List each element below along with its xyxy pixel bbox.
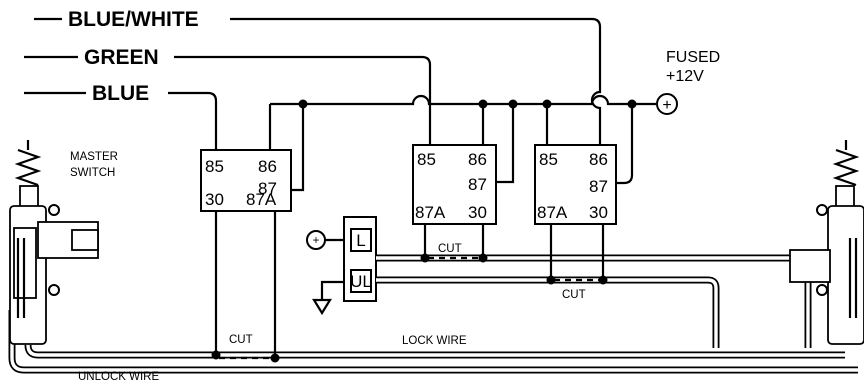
plus-12v-label: +12V [666, 68, 704, 85]
lock-wire-label: LOCK WIRE [402, 335, 467, 347]
green-label: GREEN [84, 46, 159, 69]
relay-2-box [412, 144, 497, 225]
relay-2-pin-87: 87 [468, 175, 487, 194]
relay-3-pin-87: 87 [589, 177, 608, 196]
lock-terminal-label: L [356, 231, 365, 250]
power-bus: + FUSED +12V [268, 49, 720, 192]
blue-wire: BLUE [24, 82, 218, 150]
relay-1-pin-87: 87 [258, 179, 277, 198]
main-door-wires: CUT LOCK WIRE UNLOCK WIRE [8, 211, 858, 381]
cut-label-relay-1: CUT [229, 334, 253, 346]
ground-icon [312, 298, 332, 316]
relay-1-pin-87a: 87A [246, 190, 277, 209]
relay-2-pin-86: 86 [468, 150, 487, 169]
relay-1: 85 86 87 30 87A [200, 149, 292, 212]
green-wire: GREEN [24, 46, 432, 145]
switch-plus-symbol: + [313, 235, 320, 247]
unlock-terminal-label: UL [350, 272, 372, 291]
power-plus-symbol: + [662, 97, 671, 114]
master-label: MASTER [70, 151, 118, 163]
junction-dot [508, 99, 518, 109]
power-terminal-icon [656, 93, 678, 115]
relay-1-pin-86: 86 [258, 157, 277, 176]
blue-white-wire: BLUE/WHITE [34, 8, 602, 150]
junction-dot [627, 99, 637, 109]
relay-1-pin-85: 85 [205, 157, 224, 176]
relay-3-pin-86: 86 [589, 150, 608, 169]
fused-label: FUSED [666, 49, 720, 66]
relay-3-box [534, 144, 617, 225]
blue-white-label: BLUE/WHITE [68, 8, 199, 31]
lock-switch-block: L UL + [306, 216, 377, 316]
relay-3-pin-30: 30 [589, 203, 608, 222]
door-actuator-icon [789, 140, 864, 345]
relay-2-pin-30: 30 [468, 203, 487, 222]
unlock-terminal [350, 269, 372, 293]
junction-dot [478, 99, 488, 109]
relay-3: 85 86 87 87A 30 [534, 144, 617, 225]
relay-3-pin-85: 85 [539, 150, 558, 169]
lock-terminal [350, 228, 372, 252]
relay-2-pin-85: 85 [417, 150, 436, 169]
unlock-wire-label: UNLOCK WIRE [78, 371, 159, 381]
junction-dot [211, 350, 221, 360]
junction-dot [546, 275, 556, 285]
junction-dot [598, 275, 608, 285]
relay-1-pin-30: 30 [205, 190, 224, 209]
switch-lock-wiring: CUT CUT [376, 224, 812, 348]
junction-dot [420, 253, 430, 263]
cut-label-relay-2: CUT [438, 243, 462, 255]
relay-1-box [200, 149, 292, 212]
junction-dot [478, 253, 488, 263]
switch-label: SWITCH [70, 167, 115, 179]
junction-dot [270, 353, 280, 363]
junction-dot [298, 99, 308, 109]
relay-3-pin-87a: 87A [537, 203, 568, 222]
blue-label: BLUE [92, 82, 149, 105]
cut-label-relay-3: CUT [562, 289, 586, 301]
relay-2: 85 86 87 87A 30 [412, 144, 497, 225]
master-door-actuator-icon: MASTER SWITCH [9, 140, 118, 345]
relay-2-pin-87a: 87A [415, 203, 446, 222]
junction-dot [542, 99, 552, 109]
